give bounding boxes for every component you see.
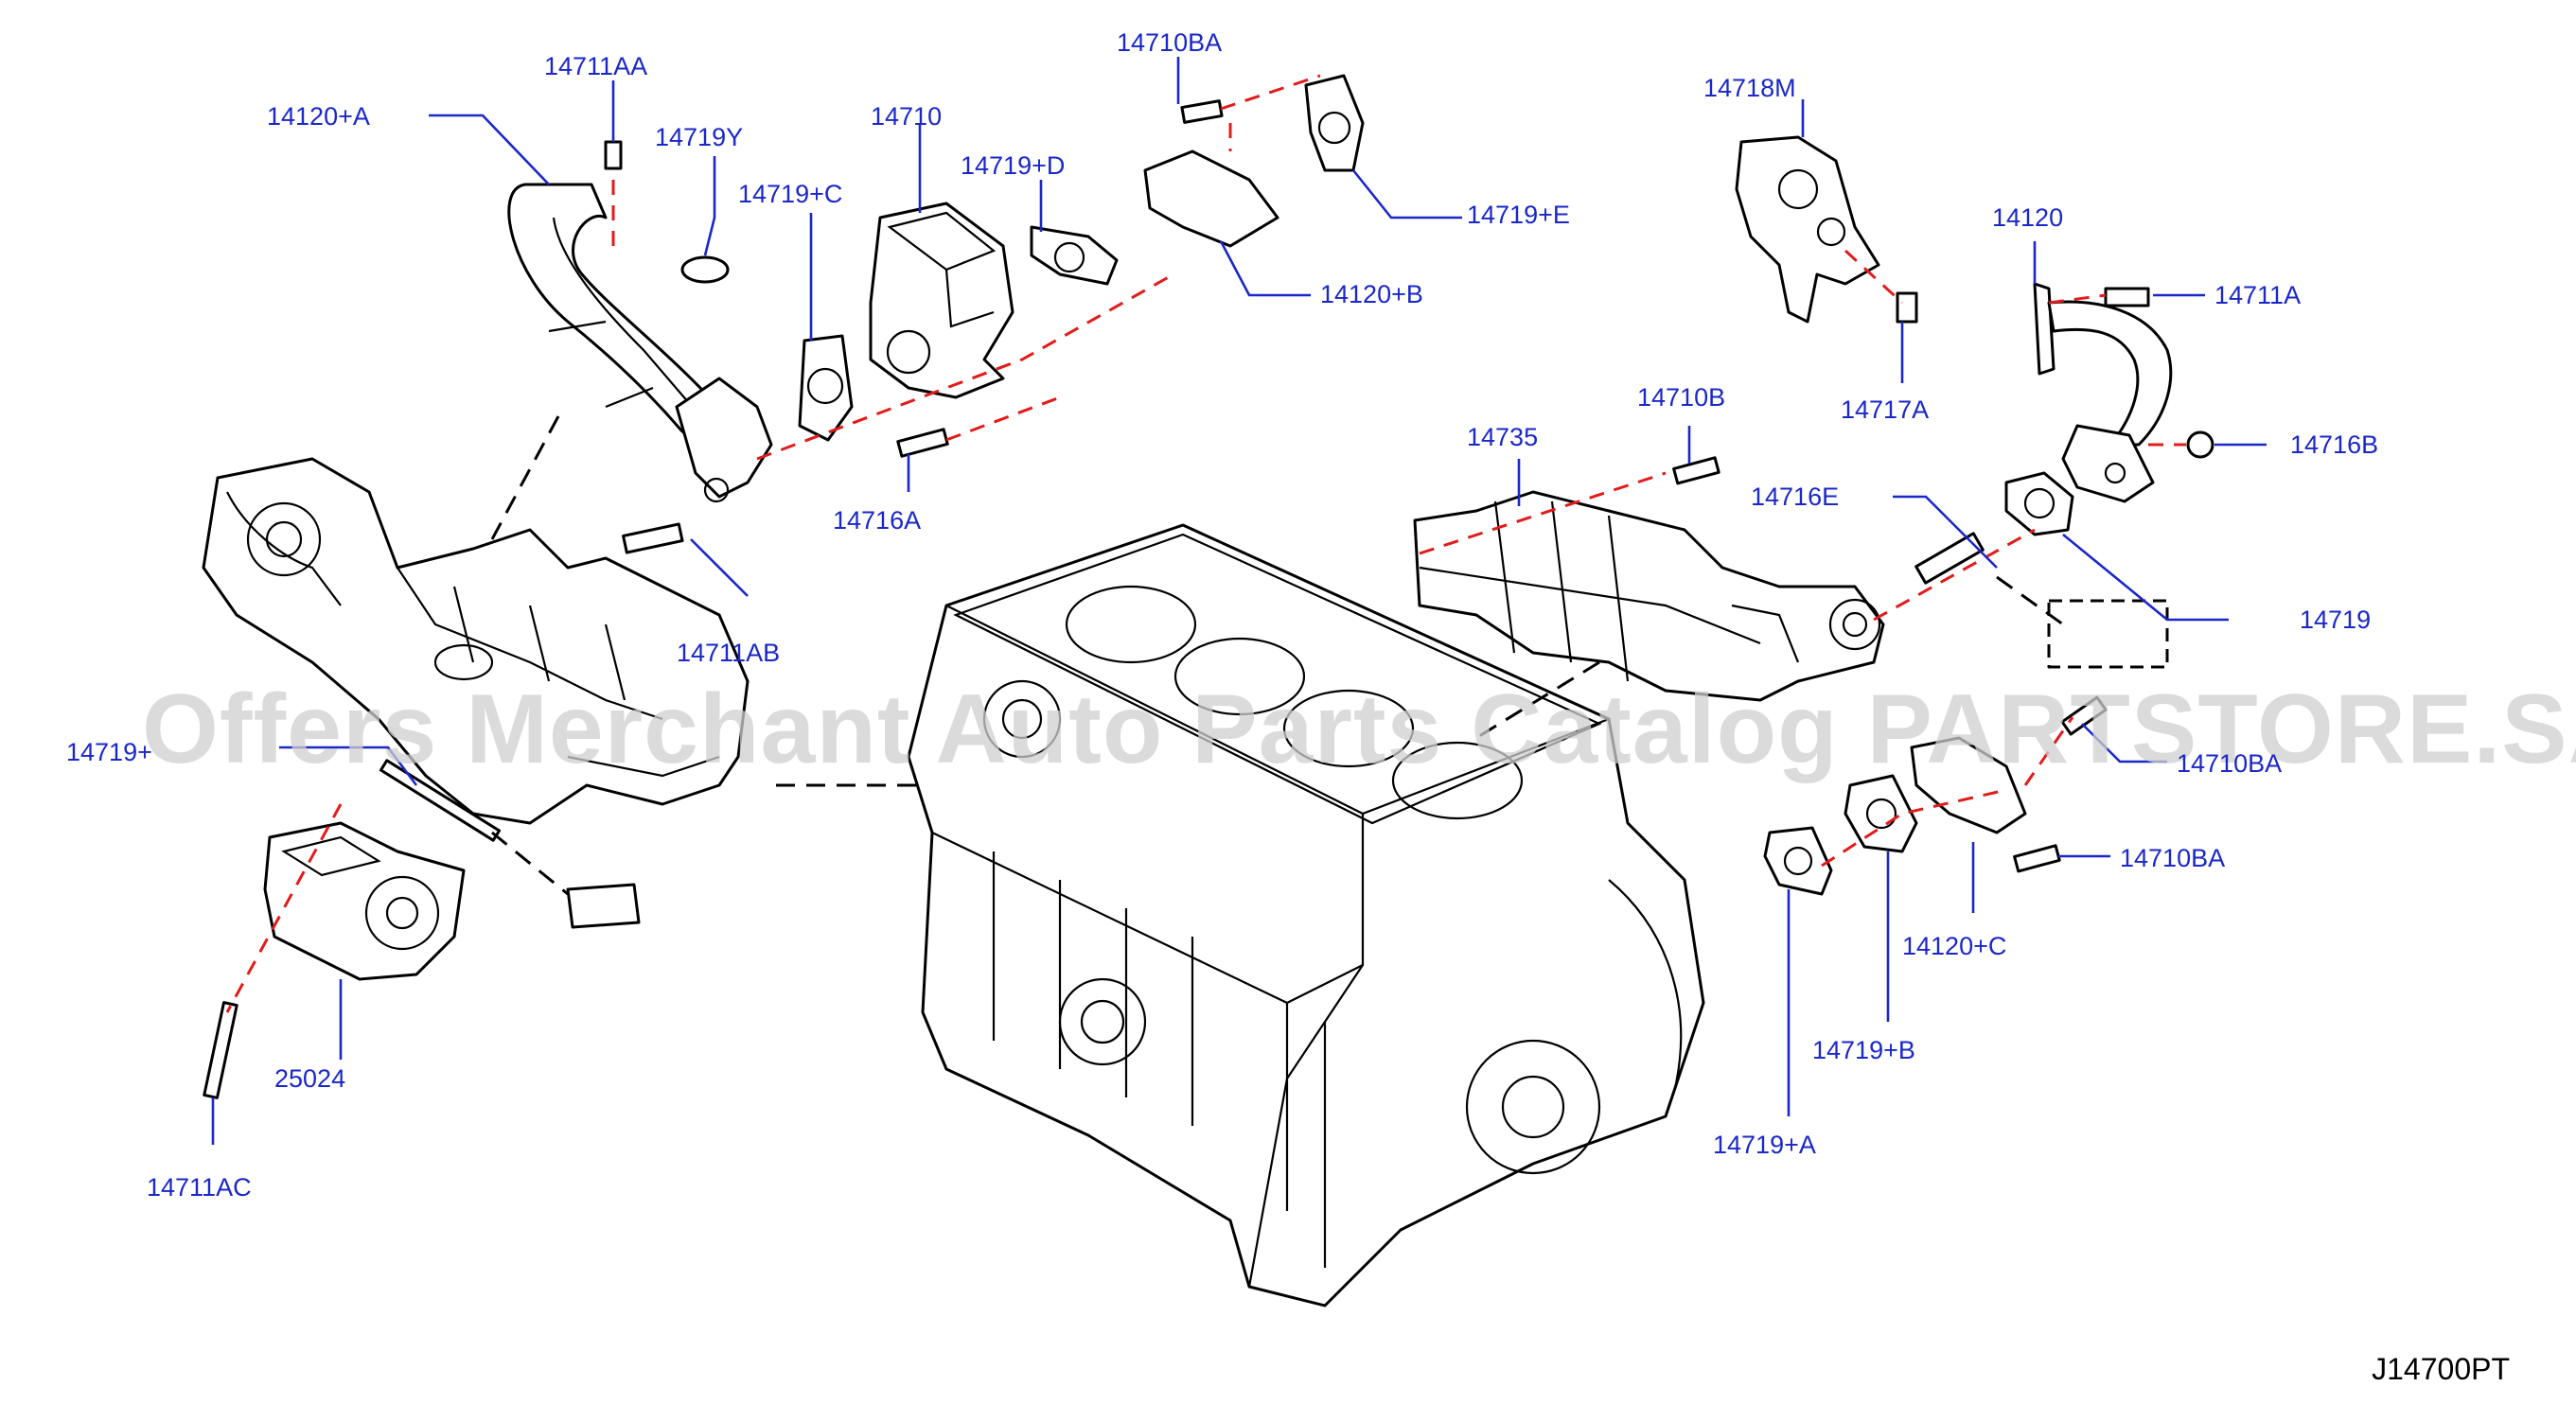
callout-14711AC[interactable]: 14711AC [147,1173,252,1202]
callout-14735[interactable]: 14735 [1467,423,1539,451]
callout-14719A[interactable]: 14719+A [1713,1131,1816,1159]
callout-14710BA-top[interactable]: 14710BA [1117,28,1223,57]
callout-14711AB[interactable]: 14711AB [677,639,781,667]
throttle-body-25024 [263,821,466,981]
egr-tube-14120A [507,183,773,503]
egr-tube-14120 [2033,282,2173,503]
callout-14710[interactable]: 14710 [871,102,943,131]
callout-14710BA-right2[interactable]: 14710BA [2120,844,2226,872]
callout-14717A[interactable]: 14717A [1841,395,1930,424]
o-ring-14719Y [680,255,730,284]
engine-block [907,523,1705,1307]
assembly-lines [225,74,2186,1013]
callout-14719E[interactable]: 14719+E [1467,201,1570,229]
callout-14719D[interactable]: 14719+D [961,151,1066,180]
callout-14718M[interactable]: 14718M [1703,74,1796,102]
callout-14719Y[interactable]: 14719Y [655,123,744,151]
callout-14120B[interactable]: 14120+B [1320,280,1423,308]
callout-14716B[interactable]: 14716B [2290,430,2379,459]
callout-14710BA-right1[interactable]: 14710BA [2177,749,2283,778]
callout-14711AA[interactable]: 14711AA [544,52,648,80]
callout-14120A[interactable]: 14120+A [267,102,370,131]
callout-14120[interactable]: 14120 [1992,203,2064,232]
callout-14719-left[interactable]: 14719+ [66,738,152,766]
callout-14716E[interactable]: 14716E [1751,483,1840,511]
egr-valve-14710 [869,202,1015,399]
callout-14710B[interactable]: 14710B [1637,383,1726,412]
intake-manifold [202,457,750,825]
callout-14719B[interactable]: 14719+B [1812,1036,1915,1064]
callout-14711A[interactable]: 14711A [2214,281,2302,309]
bracket-14718M [1735,135,1880,324]
callout-14719[interactable]: 14719 [2300,605,2372,634]
watermark-text: Offers Merchant Auto Parts Catalog PARTS… [142,675,2576,784]
callout-14120C[interactable]: 14120+C [1902,932,2007,960]
callout-14719C-top[interactable]: 14719+C [738,180,843,208]
callout-25024[interactable]: 25024 [274,1064,346,1093]
callout-14716A[interactable]: 14716A [833,506,922,535]
leader-lines [211,57,2267,1145]
egr-cooler-14735 [1413,490,1885,702]
gaskets [566,74,2169,929]
figure-code: J14700PT [2372,1352,2510,1386]
